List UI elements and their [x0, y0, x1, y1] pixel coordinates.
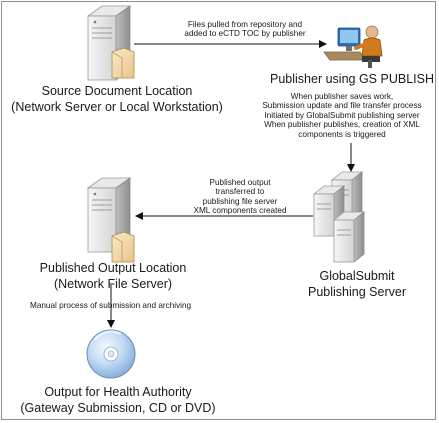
globalsubmit-server-cluster-icon	[312, 171, 366, 263]
edge-label-line: publishing file server	[202, 196, 278, 206]
edge-label-line: components is triggered	[298, 129, 386, 139]
edge-label-line: XML components created	[193, 206, 287, 216]
edge-label-output-to-authority: Manual process of submission and archivi…	[30, 301, 192, 310]
source-node-caption: Source Document Location (Network Server…	[11, 84, 223, 115]
cd-disc-icon	[86, 329, 136, 379]
edge-label-line: When publisher saves work,	[290, 92, 394, 101]
published-output-document-icon	[111, 231, 135, 263]
publisher-node-caption: Publisher using GS PUBLISH	[270, 72, 434, 87]
health-authority-node-caption: Output for Health Authority (Gateway Sub…	[20, 385, 216, 416]
source-document-icon	[111, 47, 135, 79]
health-authority-node-title: Output for Health Authority	[44, 385, 192, 399]
edge-label-source-to-publisher: Files pulled from repository and added t…	[170, 20, 320, 39]
globalsubmit-node-subtitle: Publishing Server	[308, 284, 406, 299]
edge-label-line: When publisher publishes, creation of XM…	[264, 120, 420, 130]
published-output-node-subtitle: (Network File Server)	[53, 276, 173, 291]
edge-label-line: added to eCTD TOC by publisher	[184, 29, 306, 39]
source-node-title: Source Document Location	[41, 84, 193, 98]
edge-label-line: Published output	[209, 178, 271, 187]
edge-label-line: Initiated by GlobalSubmit publishing ser…	[264, 110, 420, 120]
globalsubmit-node-title: GlobalSubmit	[319, 269, 395, 283]
health-authority-node-subtitle: (Gateway Submission, CD or DVD)	[20, 400, 216, 415]
edge-label-line: Files pulled from repository and	[187, 20, 303, 29]
published-output-node-title: Published Output Location	[39, 261, 187, 275]
publisher-node-title: Publisher using GS PUBLISH	[270, 72, 434, 86]
publisher-person-icon	[323, 25, 383, 68]
globalsubmit-node-caption: GlobalSubmit Publishing Server	[308, 269, 406, 300]
edge-label-line: Submission update and file transfer proc…	[262, 101, 422, 111]
source-node-subtitle: (Network Server or Local Workstation)	[11, 99, 223, 114]
edge-label-publisher-to-server: When publisher saves work, Submission up…	[248, 92, 436, 139]
edge-label-server-to-output: Published output transferred to publishi…	[180, 178, 300, 216]
edge-label-line: transferred to	[215, 187, 265, 197]
published-output-node-caption: Published Output Location (Network File …	[39, 261, 187, 292]
